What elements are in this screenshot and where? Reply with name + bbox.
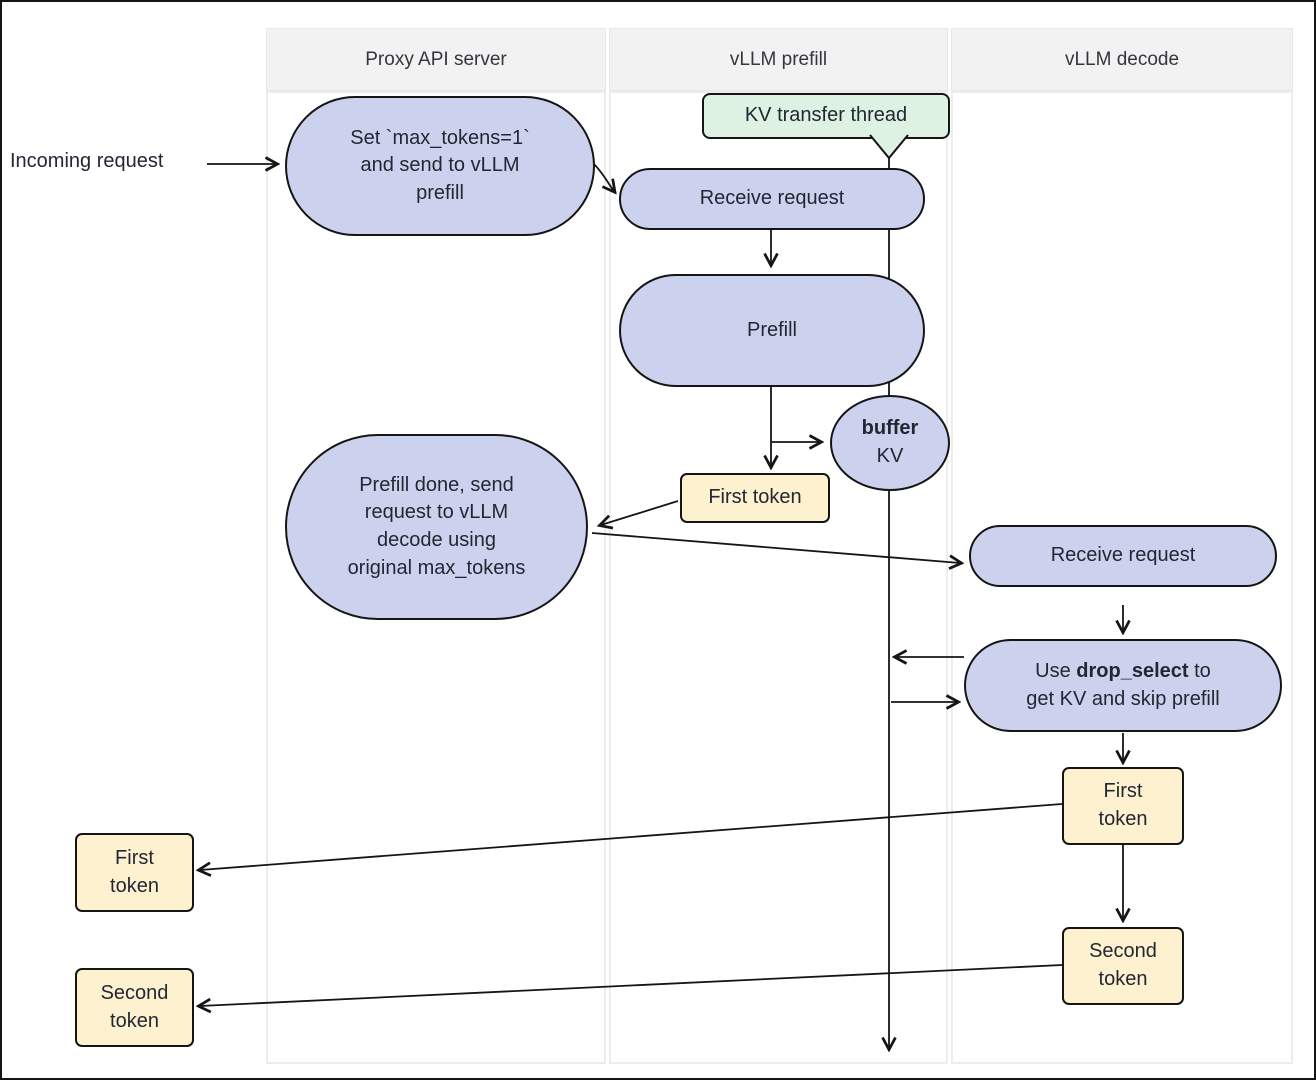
lane-header-decode: vLLM decode (951, 28, 1293, 91)
lane-title-proxy: Proxy API server (365, 48, 507, 70)
second-token-left-line2: token (110, 1009, 159, 1032)
arrow-prefill-done-to-receive-decode (591, 532, 960, 563)
receive-request-prefill-label: Receive request (699, 187, 845, 210)
buffer-kv-node: buffer KV (830, 395, 950, 491)
lane-header-prefill: vLLM prefill (609, 28, 948, 91)
drop-select-keyword: drop_select (1076, 659, 1189, 682)
prefill-node: Prefill (619, 274, 925, 387)
second-token-decode-line1: Second (1089, 940, 1157, 963)
first-token-left-line1: First (115, 846, 154, 869)
second-token-left-box: Second token (75, 968, 194, 1047)
incoming-request-label: Incoming request (10, 150, 164, 172)
set-max-tokens-node: Set `max_tokens=1` and send to vLLM pref… (285, 96, 595, 236)
arrow-set-max-tokens-to-receive-prefill (592, 162, 614, 191)
prefill-done-node: Prefill done, send request to vLLM decod… (285, 434, 588, 620)
first-token-decode-box: First token (1062, 767, 1184, 845)
buffer-kv-bold-label: buffer (861, 417, 919, 440)
prefill-done-line1: Prefill done, send (359, 473, 514, 496)
drop-select-node: Use drop_select to get KV and skip prefi… (964, 639, 1282, 732)
second-token-left-line1: Second (100, 981, 169, 1004)
first-token-prefill-box: First token (680, 473, 830, 523)
arrow-first-token-decode-to-left (200, 803, 1063, 870)
first-token-left-box: First token (75, 833, 194, 912)
first-token-decode-line1: First (1103, 780, 1143, 803)
kv-transfer-thread-note: KV transfer thread (702, 93, 950, 139)
receive-request-prefill-node: Receive request (619, 168, 925, 230)
prefill-done-line2: request to vLLM (364, 501, 509, 524)
arrow-first-token-to-prefill-done (601, 500, 679, 525)
second-token-decode-line2: token (1098, 968, 1148, 990)
lane-header-proxy: Proxy API server (266, 28, 606, 91)
prefill-label: Prefill (746, 318, 797, 341)
first-token-prefill-label: First token (708, 486, 802, 509)
prefill-done-line3: decode using (377, 529, 496, 551)
set-max-tokens-line2: and send to vLLM (360, 154, 520, 177)
drop-select-use-text: Use (1035, 659, 1077, 682)
set-max-tokens-line3: prefill (416, 181, 464, 204)
set-max-tokens-line1: Set `max_tokens=1` (350, 126, 530, 149)
receive-request-decode-label: Receive request (1050, 544, 1196, 567)
second-token-decode-box: Second token (1062, 927, 1184, 1005)
kv-transfer-thread-label: KV transfer thread (744, 104, 908, 127)
drop-select-line2: get KV and skip prefill (1026, 687, 1220, 710)
lane-title-decode: vLLM decode (1064, 48, 1180, 70)
receive-request-decode-node: Receive request (969, 525, 1277, 587)
arrow-second-token-decode-to-left (200, 964, 1063, 1006)
drop-select-line1: Use drop_select to (1035, 658, 1211, 686)
prefill-done-line4: original max_tokens (347, 556, 526, 579)
lane-title-prefill: vLLM prefill (729, 48, 828, 70)
buffer-kv-rest-label: KV (876, 445, 904, 467)
first-token-left-line2: token (110, 874, 159, 897)
first-token-decode-line2: token (1098, 808, 1148, 830)
drop-select-to-text: to (1188, 659, 1211, 682)
